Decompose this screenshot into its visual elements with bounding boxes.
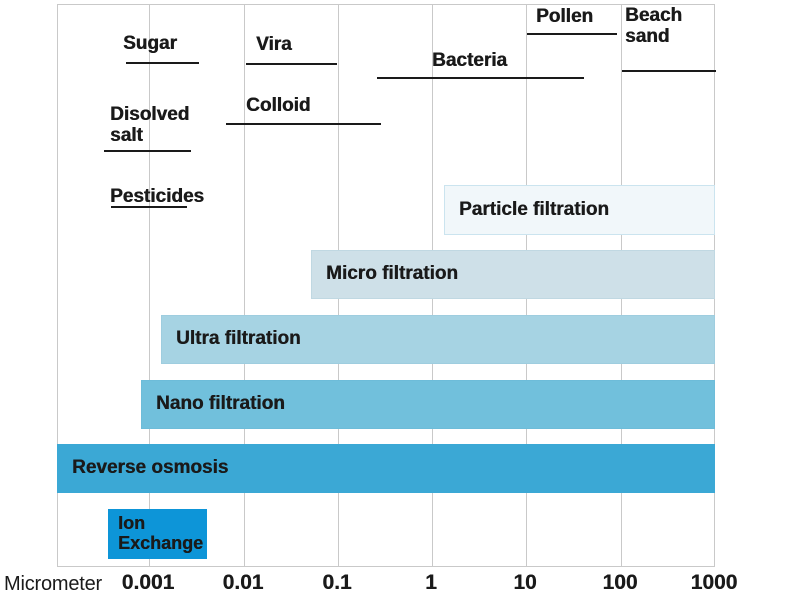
contaminant-range-rule-disolved-salt: [104, 150, 191, 152]
filtration-bar-micro-filtration[interactable]: Micro filtration: [311, 250, 715, 299]
contaminant-label-colloid: Colloid: [246, 95, 311, 116]
filtration-bar-label-reverse-osmosis: Reverse osmosis: [72, 457, 229, 479]
filtration-bar-ion-exchange[interactable]: Ion Exchange: [108, 509, 207, 559]
contaminant-range-rule-bacteria: [377, 77, 584, 79]
filtration-bar-label-ion-exchange: Ion Exchange: [118, 513, 204, 553]
contaminant-label-vira: Vira: [256, 34, 292, 55]
axis-tick-0-01: 0.01: [222, 571, 264, 594]
contaminant-range-rule-colloid: [226, 123, 381, 125]
axis-tick-0-001: 0.001: [121, 571, 175, 594]
contaminant-range-rule-pesticides: [111, 206, 187, 208]
axis-tick-1000: 1000: [690, 571, 738, 594]
filtration-bar-label-nano-filtration: Nano filtration: [156, 393, 285, 415]
contaminant-label-sugar: Sugar: [123, 33, 177, 54]
contaminant-range-rule-beach-sand: [622, 70, 716, 72]
filtration-bar-label-ultra-filtration: Ultra filtration: [176, 328, 301, 350]
contaminant-label-pesticides: Pesticides: [110, 186, 204, 207]
axis-tick-0-1: 0.1: [322, 571, 352, 594]
contaminant-range-rule-pollen: [527, 33, 617, 35]
contaminant-label-pollen: Pollen: [536, 6, 594, 27]
axis-tick-1: 1: [425, 571, 437, 594]
filtration-bar-label-particle-filtration: Particle filtration: [459, 198, 609, 220]
filtration-bar-ultra-filtration[interactable]: Ultra filtration: [161, 315, 715, 364]
filtration-bar-label-micro-filtration: Micro filtration: [326, 263, 458, 285]
contaminant-label-beach-sand: Beach sand: [625, 5, 683, 48]
contaminant-label-disolved-salt: Disolved salt: [110, 104, 190, 147]
filtration-bar-particle-filtration[interactable]: Particle filtration: [444, 185, 715, 235]
filtration-bar-nano-filtration[interactable]: Nano filtration: [141, 380, 715, 429]
contaminant-range-rule-sugar: [126, 62, 199, 64]
axis-tick-100: 100: [602, 571, 638, 594]
filtration-bar-reverse-osmosis[interactable]: Reverse osmosis: [57, 444, 715, 493]
gridline-1: [244, 5, 245, 566]
gridline-0: [149, 5, 150, 566]
axis-unit-label: Micrometer: [4, 573, 103, 595]
axis-tick-10: 10: [513, 571, 537, 594]
contaminant-label-bacteria: Bacteria: [432, 50, 507, 71]
contaminant-range-rule-vira: [246, 63, 337, 65]
